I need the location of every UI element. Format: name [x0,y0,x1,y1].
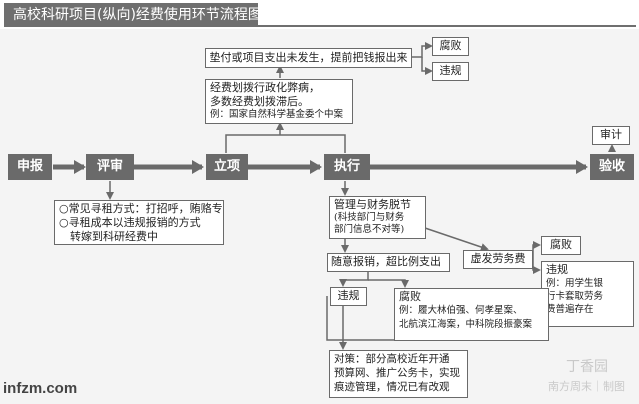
review-note-3: 转嫁到科研经费中 [70,230,158,243]
watermark-credit: 南方周末｜制图 [548,380,625,393]
chart-title: 高校科研项目(纵向)经费使用环节流程图 [4,3,262,27]
review-note-2: ○寻租成本以违规报销的方式 [59,216,201,229]
node-accept: 验收 [590,154,634,180]
node-review: 评审 [86,154,134,180]
review-note-1: ○常见寻租方式：打招呼，贿赂专家 [59,202,224,215]
arrow-to-labor-fee [424,227,489,251]
labor-violation-note-3: 费普遍存在 [546,304,594,315]
arrow-labor-corruption [532,241,541,259]
labor-fee-box: 虚发劳务费 [463,250,533,269]
arrow-labor-violation [532,259,541,274]
advance-payment-box: 垫付或项目支出未发生，提前把钱报出来 [205,48,412,68]
advance-corruption-box: 腐败 [432,37,469,56]
labor-violation-note-1: 例：用学生银 [546,278,604,289]
countermeasure-line-2: 预算网、推广公务卡，实现 [334,367,460,379]
advance-violation-box: 违规 [432,62,469,81]
corruption-example-2: 北航滨江海案，中科院段振豪案 [399,319,533,330]
countermeasure-line-3: 痕迹管理，情况已有改观 [334,381,450,393]
arrow-to-corruption [368,279,409,288]
management-note-1: (科技部门与财务 [334,212,405,223]
node-execute: 执行 [324,154,370,180]
node-apply: 申报 [8,154,52,180]
corruption-example-1: 例：履大林伯强、何孝星案、 [399,305,523,316]
audit-box: 审计 [592,126,630,145]
management-title: 管理与财务脱节 [334,198,411,211]
countermeasure-line-1: 对策：部分高校近年开通 [334,353,450,365]
allocation-box: 经费划拨行政化弊病， 多数经费划拨滞后。 例：国家自然科学基金委个中案 [205,79,353,124]
bracket-establish-execute [225,134,346,153]
review-notes-box: ○常见寻租方式：打招呼，贿赂专家 ○寻租成本以违规报销的方式 转嫁到科研经费中 [54,200,224,245]
corruption-examples-box: 腐败 例：履大林伯强、何孝星案、 北航滨江海案，中科院段振豪案 [394,288,549,341]
labor-corruption-box: 腐败 [541,236,581,255]
labor-violation-title: 违规 [546,263,568,276]
allocation-line-2: 多数经费划拨滞后。 [210,95,309,108]
corruption-title: 腐败 [399,290,421,303]
site-logo-text: infzm.com [3,380,78,397]
node-establish: 立项 [206,154,248,180]
violation-box: 违规 [330,287,367,306]
arrow-advance-corruption [412,42,433,58]
labor-violation-note-2: 行卡套取劳务 [546,291,604,302]
labor-violation-box: 违规 例：用学生银 行卡套取劳务 费普遍存在 [541,261,634,327]
arrow-to-violation [339,271,369,287]
allocation-example: 例：国家自然科学基金委个中案 [210,109,344,120]
title-band: 高校科研项目(纵向)经费使用环节流程图 [0,0,639,29]
management-finance-box: 管理与财务脱节 (科技部门与财务 部门信息不对等) [329,196,426,239]
random-reimburse-box: 随意报销，超比例支出 [327,253,450,272]
bracket-left [326,296,394,341]
watermark-brand: 丁香园 [566,359,608,375]
arrow-advance-violation [421,57,433,75]
title-underline [258,25,636,27]
management-note-2: 部门信息不对等) [334,224,405,235]
countermeasure-box: 对策：部分高校近年开通 预算网、推广公务卡，实现 痕迹管理，情况已有改观 [329,350,468,398]
allocation-line-1: 经费划拨行政化弊病， [210,81,320,94]
